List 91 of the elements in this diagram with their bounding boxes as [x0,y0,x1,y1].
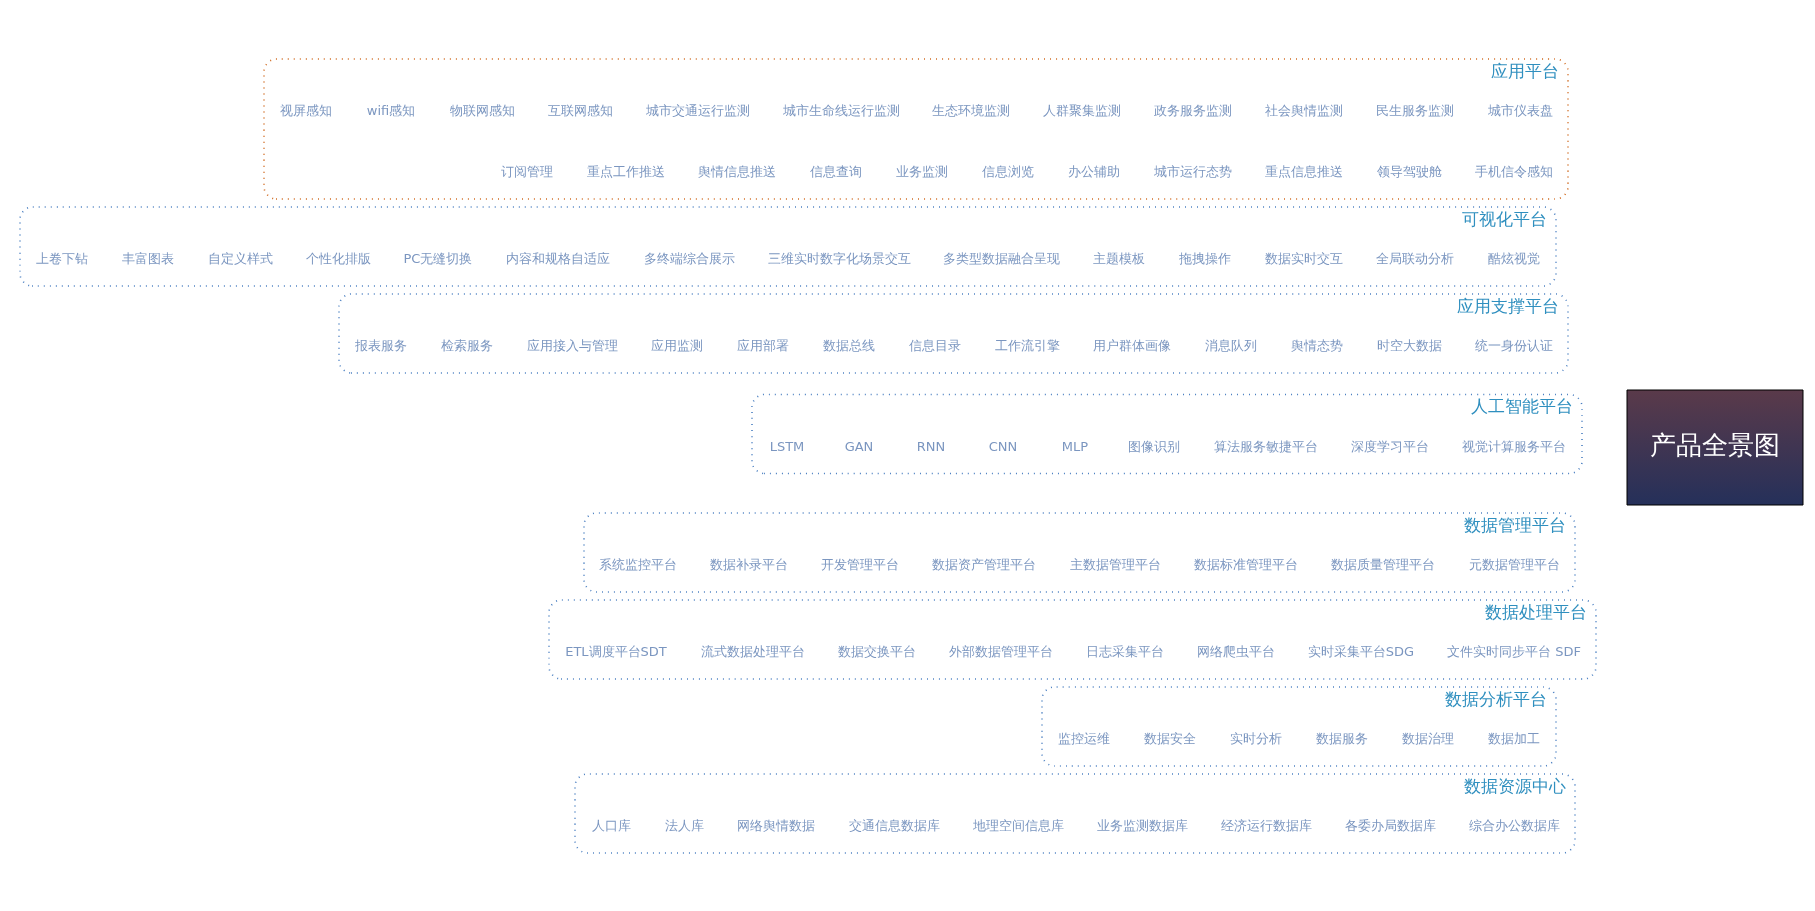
node-text: 法人库 [664,817,704,833]
node-text: 数据质量管理平台 [1331,556,1435,572]
node-text: 工作流引擎 [994,337,1060,353]
node-text: 数据交换平台 [838,643,916,659]
node-text: 政务服务监测 [1154,102,1232,118]
node-text: 日志采集平台 [1086,643,1164,659]
node-text: 视觉计算服务平台 [1462,438,1566,454]
node-text: 重点工作推送 [587,163,665,179]
node-text: 流式数据处理平台 [701,643,805,659]
node-text: 图像识别 [1128,438,1180,454]
node-text: 数据服务 [1316,730,1368,746]
node-text: 数据安全 [1144,730,1196,746]
node-text: 深度学习平台 [1351,438,1429,454]
node-text: 实时采集平台SDG [1307,643,1415,659]
node-text: 网络爬虫平台 [1197,643,1275,659]
node-text: 应用接入与管理 [526,337,618,353]
node-text: 拖拽操作 [1179,250,1231,266]
node-text: 内容和规格自适应 [506,250,610,266]
node-text: 领导驾驶舱 [1376,163,1442,179]
node-text: 城市交通运行监测 [646,102,750,118]
node-text: wifi感知 [366,102,416,118]
node-text: 城市仪表盘 [1487,102,1553,118]
node-text: 手机信令感知 [1475,163,1553,179]
node-text: 应用监测 [651,337,703,353]
node-text: GAN [844,438,874,454]
node-text: 消息队列 [1205,337,1257,353]
node-text: 数据总线 [823,337,875,353]
node-text: 舆情态势 [1291,337,1343,353]
node-text: 业务监测数据库 [1096,817,1188,833]
node-text: 酷炫视觉 [1488,250,1540,266]
node-text: 数据加工 [1488,730,1540,746]
node-text: 三维实时数字化场景交互 [767,250,911,266]
node-text: 综合办公数据库 [1468,817,1560,833]
node-text: 数据补录平台 [710,556,788,572]
node-text: 经济运行数据库 [1220,817,1312,833]
node-text: 文件实时同步平台 SDF [1447,643,1581,659]
node-text: 人群聚集监测 [1043,102,1121,118]
node-text: 各委办局数据库 [1344,817,1436,833]
node-text: 系统监控平台 [599,556,677,572]
node-text: 数据标准管理平台 [1194,556,1298,572]
node-text: 用户群体画像 [1093,337,1171,353]
node-text: 业务监测 [896,163,948,179]
node-text: 数据治理 [1402,730,1454,746]
node-text: ETL调度平台SDT [565,643,667,659]
node-text: 统一身份认证 [1475,337,1553,353]
node-text: 上卷下钻 [36,250,88,266]
node-text: 实时分析 [1230,730,1282,746]
node-text: RNN [916,438,946,454]
node-text: 人口库 [591,817,631,833]
node-text: 物联网感知 [449,102,515,118]
node-text: 应用部署 [737,337,789,353]
node-text: 城市运行态势 [1154,163,1232,179]
node-text: 算法服务敏捷平台 [1214,438,1318,454]
node-text: 个性化排版 [305,250,371,266]
node-text: 主题模板 [1093,250,1145,266]
node-text: 互联网感知 [547,102,613,118]
node-text: 检索服务 [441,337,493,353]
node-text: 舆情信息推送 [698,163,776,179]
node-text: 城市生命线运行监测 [782,102,900,118]
node-text: 数据实时交互 [1265,250,1343,266]
node-text: 多类型数据融合呈现 [942,250,1060,266]
node-text: 开发管理平台 [821,556,899,572]
node-text: 多终端综合展示 [643,250,735,266]
node-text: 监控运维 [1058,730,1110,746]
node-text: 数据资产管理平台 [932,556,1036,572]
node-text: 交通信息数据库 [848,817,940,833]
node-text: 外部数据管理平台 [949,643,1053,659]
node-text: 民生服务监测 [1376,102,1454,118]
node-text: 网络舆情数据 [737,817,815,833]
node-text: 报表服务 [355,337,407,353]
node-text: 信息查询 [810,163,862,179]
node-text: 丰富图表 [122,250,174,266]
node-text: 全局联动分析 [1376,250,1454,266]
node-text: 办公辅助 [1068,163,1120,179]
node-text: 自定义样式 [207,250,273,266]
node-text: PC无缝切换 [403,250,473,266]
node-box: 产品全景图 [1626,389,1804,505]
node-text: 生态环境监测 [932,102,1010,118]
node-text: 元数据管理平台 [1468,556,1560,572]
node-text: 地理空间信息库 [972,817,1064,833]
node-text: 主数据管理平台 [1069,556,1161,572]
node-text: 视屏感知 [280,102,332,118]
node-text: 社会舆情监测 [1265,102,1343,118]
node-text: MLP [1061,438,1089,454]
node-text: LSTM [769,438,805,454]
node-text: 重点信息推送 [1265,163,1343,179]
node-text: 时空大数据 [1376,337,1442,353]
node-text: CNN [988,438,1018,454]
node-text: 信息目录 [909,337,961,353]
node-text: 订阅管理 [501,163,553,179]
node-text: 信息浏览 [982,163,1034,179]
